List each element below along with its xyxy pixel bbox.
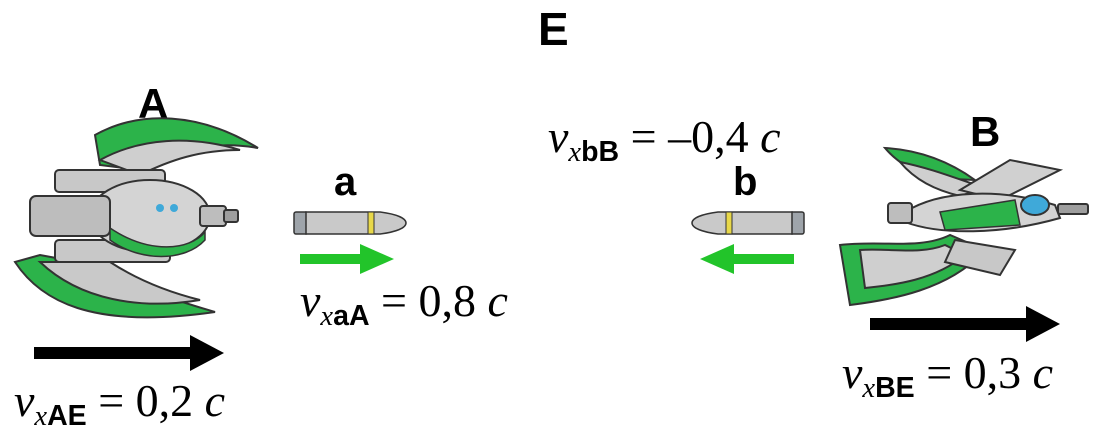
frame-label-E: E	[538, 3, 569, 55]
arrow-left-green-icon	[700, 244, 794, 274]
projectile-b-icon	[691, 211, 805, 235]
arrow-right-green-icon	[300, 244, 394, 274]
projectile-label-b: b	[733, 160, 758, 204]
arrow-right-black-icon-A	[34, 335, 224, 371]
spaceship-A-icon	[13, 117, 259, 319]
velocity-equation-BE: vxBE = 0,3 c	[842, 347, 1054, 405]
spaceship-B-icon	[838, 146, 1089, 307]
projectile-label-a: a	[334, 160, 357, 204]
velocity-equation-bB: vxbB = –0,4 c	[548, 111, 781, 169]
velocity-equation-AE: vxAE = 0,2 c	[14, 375, 226, 432]
arrow-right-black-icon-B	[870, 306, 1060, 342]
velocity-equation-aA: vxaA = 0,8 c	[300, 275, 508, 333]
ship-label-B: B	[970, 108, 1001, 155]
projectile-a-icon	[293, 211, 407, 235]
